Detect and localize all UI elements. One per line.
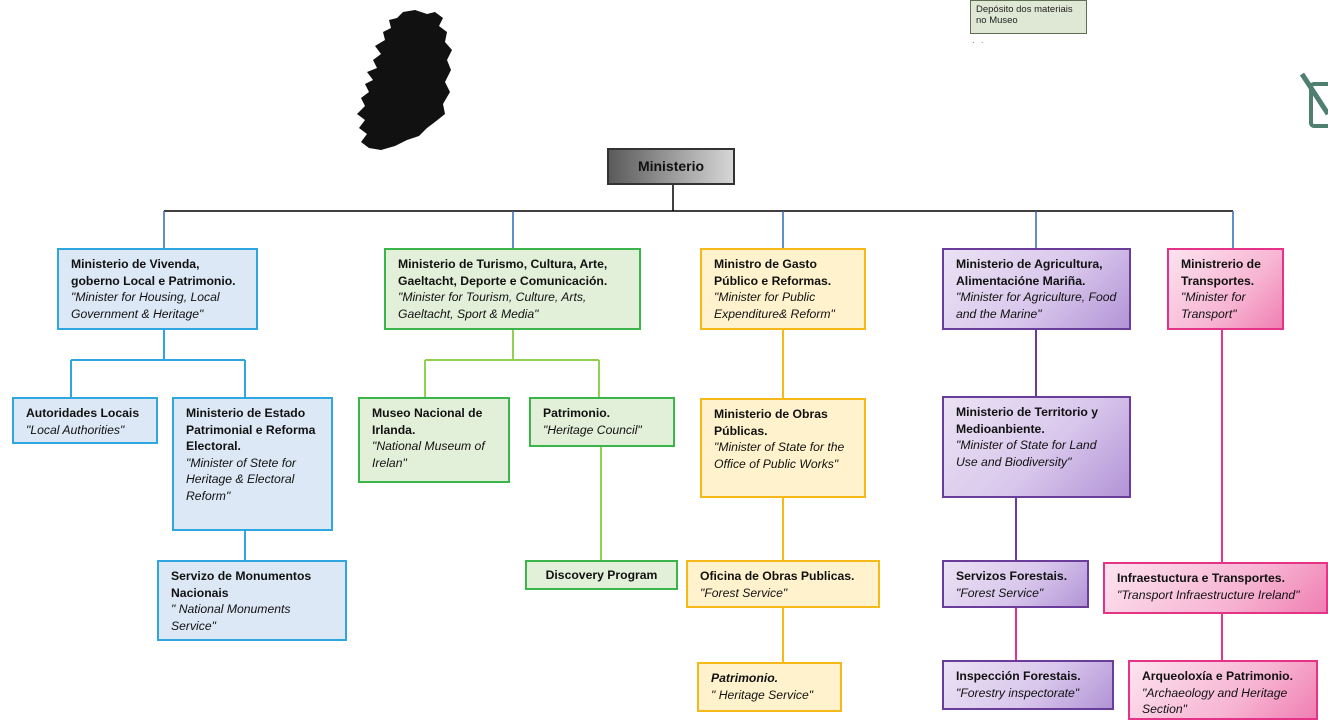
node-title: Discovery Program (545, 568, 658, 582)
node-subtitle: "Minister of State for the Office of Pub… (714, 440, 845, 471)
node-subtitle: "Minister for Agriculture, Food and the … (956, 290, 1117, 321)
node-heritage-service[interactable]: Patrimonio. " Heritage Service" (697, 662, 842, 712)
legend-note: · · (972, 38, 986, 47)
node-title: Ministro de Gasto Público e Reformas. (714, 257, 832, 288)
node-subtitle: "National Museum of Irelan" (372, 439, 485, 470)
legend-text: Depósito dos materiais no Museo (976, 4, 1073, 26)
node-archaeology-heritage[interactable]: Arqueoloxía e Patrimonio. "Archaeology a… (1128, 660, 1318, 720)
node-title: Ministrerio de Transportes. (1181, 257, 1261, 288)
node-subtitle: "Heritage Council" (543, 422, 642, 437)
node-subtitle: "Minister for Housing, Local Government … (71, 290, 220, 321)
node-agriculture-ministry[interactable]: Ministerio de Agricultura, Alimentacióne… (942, 248, 1131, 330)
node-office-public-works[interactable]: Oficina de Obras Publicas. "Forest Servi… (686, 560, 880, 608)
node-title: Museo Nacional de Irlanda. (372, 406, 483, 437)
node-subtitle: "Archaeology and Heritage Section" (1142, 685, 1288, 717)
node-subtitle: "Forestry inspectorate" (956, 685, 1080, 700)
node-title: Patrimonio. (543, 406, 611, 420)
node-title: Autoridades Locais (26, 406, 140, 420)
ireland-map-icon (357, 10, 452, 150)
node-title: Infraestuctura e Transportes. (1117, 571, 1285, 585)
node-forest-service[interactable]: Servizos Forestais. "Forest Service" (942, 560, 1089, 608)
node-title: Ministerio de Obras Públicas. (714, 407, 828, 438)
node-subtitle: "Forest Service" (700, 585, 788, 600)
node-title: Servizo de Monumentos Nacionais (171, 569, 312, 600)
node-subtitle: "Minister for Tourism, Culture, Arts, Ga… (398, 290, 587, 321)
node-subtitle: "Minister of Stete for Heritage & Electo… (186, 455, 296, 503)
node-monuments-service[interactable]: Servizo de Monumentos Nacionais " Nation… (157, 560, 347, 641)
node-land-use-minister[interactable]: Ministerio de Territorio y Medioanbiente… (942, 396, 1131, 498)
node-subtitle: "Minister for Public Expenditure& Reform… (714, 290, 835, 321)
legend-box: Depósito dos materiais no Museo (970, 0, 1087, 34)
node-discovery-program[interactable]: Discovery Program (525, 560, 678, 590)
node-expenditure-ministry[interactable]: Ministro de Gasto Público e Reformas. "M… (700, 248, 866, 330)
edit-off-icon[interactable] (1298, 70, 1328, 132)
node-subtitle: "Transport Infraestructure Ireland" (1117, 587, 1300, 602)
node-title: Ministerio de Territorio y Medioanbiente… (956, 405, 1098, 436)
node-title: Inspección Forestais. (956, 669, 1081, 683)
node-title: Oficina de Obras Publicas. (700, 569, 855, 583)
node-subtitle: "Minister of State for Land Use and Biod… (956, 438, 1097, 469)
node-title: Ministerio de Estado Patrimonial e Refor… (186, 406, 316, 453)
node-housing-ministry[interactable]: Ministerio de Vivenda, goberno Local e P… (57, 248, 258, 330)
node-title: Arqueoloxía e Patrimonio. (1142, 669, 1294, 683)
node-title: Patrimonio. (711, 671, 779, 685)
node-title: Ministerio de Vivenda, goberno Local e P… (71, 257, 236, 288)
node-title: Ministerio de Agricultura, Alimentacióne… (956, 257, 1103, 288)
node-title: Servizos Forestais. (956, 569, 1068, 583)
node-subtitle: "Minister for Transport" (1181, 290, 1246, 321)
node-national-museum[interactable]: Museo Nacional de Irlanda. "National Mus… (358, 397, 510, 483)
root-node[interactable]: Ministerio (607, 148, 735, 185)
node-transport-infrastructure[interactable]: Infraestuctura e Transportes. "Transport… (1103, 562, 1328, 614)
node-tourism-ministry[interactable]: Ministerio de Turismo, Cultura, Arte, Ga… (384, 248, 641, 330)
node-title: Ministerio de Turismo, Cultura, Arte, Ga… (398, 257, 608, 288)
node-public-works-minister[interactable]: Ministerio de Obras Públicas. "Minister … (700, 398, 866, 498)
node-subtitle: " Heritage Service" (711, 687, 814, 702)
node-transport-ministry[interactable]: Ministrerio de Transportes. "Minister fo… (1167, 248, 1284, 330)
node-subtitle: "Forest Service" (956, 585, 1044, 600)
root-label: Ministerio (637, 158, 705, 174)
node-state-heritage[interactable]: Ministerio de Estado Patrimonial e Refor… (172, 397, 333, 531)
node-subtitle: " National Monuments Service" (171, 602, 291, 633)
node-forestry-inspectorate[interactable]: Inspección Forestais. "Forestry inspecto… (942, 660, 1114, 710)
node-subtitle: "Local Authorities" (26, 422, 125, 437)
node-local-authorities[interactable]: Autoridades Locais "Local Authorities" (12, 397, 158, 444)
node-heritage-council[interactable]: Patrimonio. "Heritage Council" (529, 397, 675, 447)
